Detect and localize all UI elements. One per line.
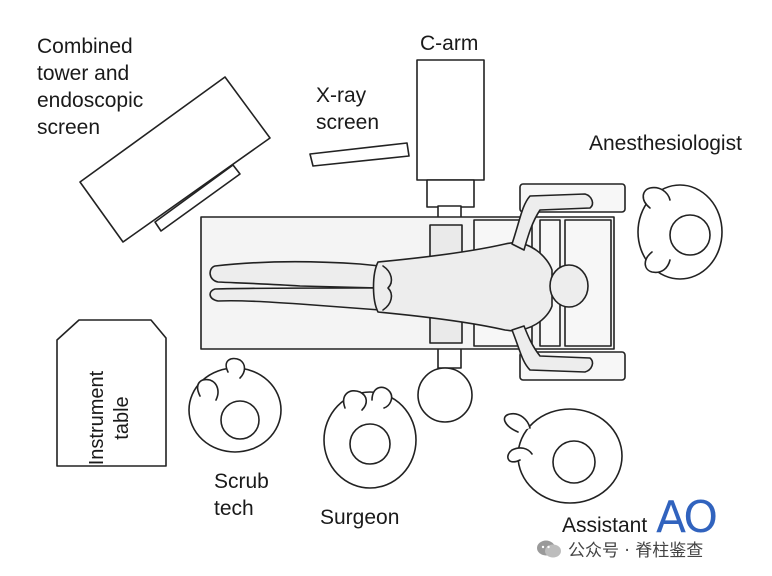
label-instrument-table: Instrument table: [86, 370, 133, 466]
ao-logo: AO: [656, 492, 718, 543]
instrument-table-shape: [56, 319, 167, 467]
xray-screen-shape: [309, 142, 410, 167]
tower-screen-unit: [79, 76, 271, 243]
anesthesiologist-figure: [637, 184, 723, 280]
watermark: 公众号 · 脊柱鉴查: [536, 536, 703, 561]
watermark-text: 公众号 · 脊柱鉴查: [568, 541, 704, 561]
wechat-icon: [537, 540, 561, 557]
patient-figure: [209, 193, 594, 373]
label-xray-screen: X-ray screen: [316, 84, 380, 134]
surgeon-figure: [323, 386, 417, 489]
label-scrub-tech: Scrub tech: [214, 470, 269, 520]
assistant-figure: [503, 408, 623, 504]
label-assistant: Assistant: [562, 514, 648, 537]
label-surgeon: Surgeon: [320, 506, 400, 529]
label-anesthesiologist: Anesthesiologist: [589, 132, 742, 155]
c-arm-shape: [416, 59, 485, 423]
label-tower: Combined tower and endoscopic screen: [37, 35, 144, 139]
scrub-tech-figure: [188, 357, 282, 453]
label-c-arm: C-arm: [420, 32, 479, 55]
